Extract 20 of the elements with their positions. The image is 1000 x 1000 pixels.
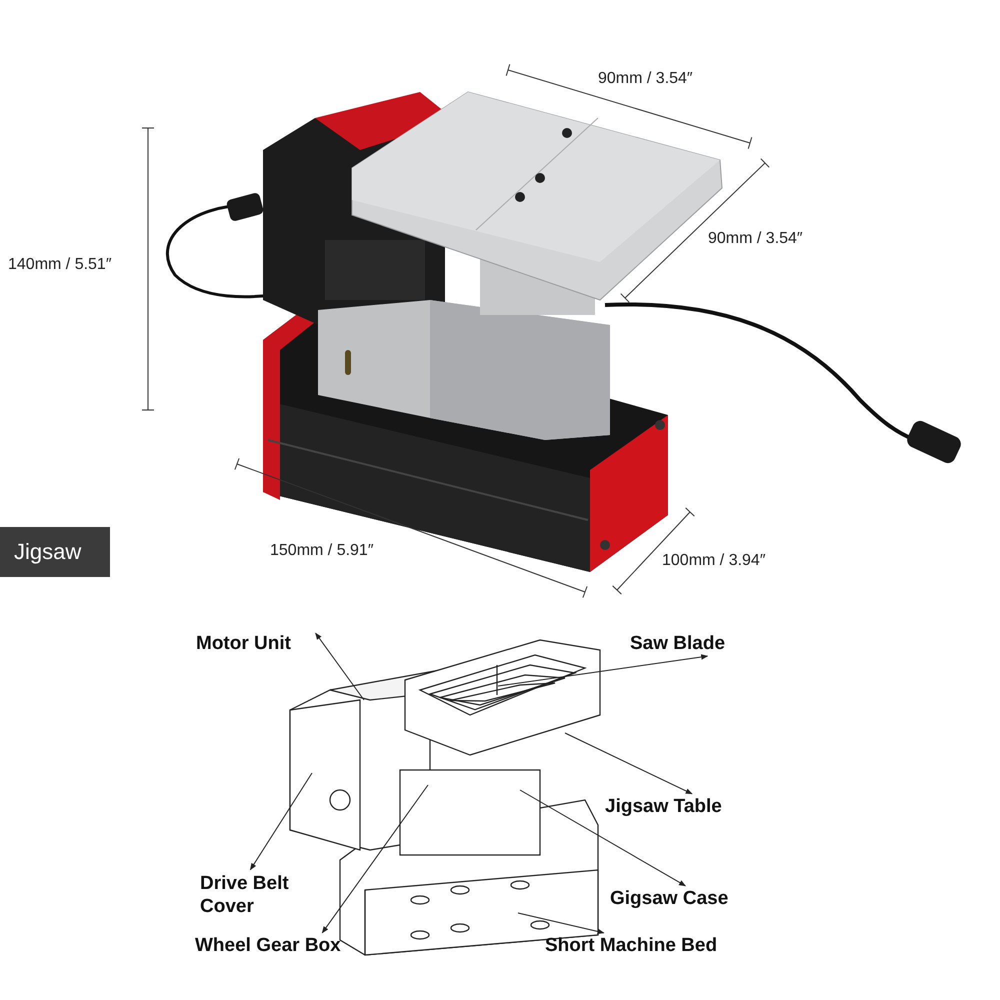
part-label: Short Machine Bed — [545, 934, 755, 957]
leader-line — [315, 632, 364, 700]
dimension-label: 150mm / 5.91″ — [270, 542, 374, 560]
part-label: Saw Blade — [630, 632, 755, 655]
dimension-label: 140mm / 5.51″ — [8, 256, 112, 274]
part-label: Drive Belt Cover — [200, 872, 312, 918]
leader-line — [518, 912, 604, 934]
part-label: Wheel Gear Box — [195, 934, 367, 957]
leader-line — [520, 790, 686, 886]
leader-line — [250, 772, 312, 870]
part-label: Jigsaw Table — [605, 795, 755, 818]
leader-line — [564, 732, 693, 794]
dimension-label: 90mm / 3.54″ — [598, 70, 693, 88]
dimension-label: 90mm / 3.54″ — [708, 230, 803, 248]
leader-line — [498, 654, 708, 686]
part-label: Gigsaw Case — [610, 887, 755, 910]
leader-line — [322, 784, 428, 934]
part-label: Motor Unit — [196, 632, 326, 655]
dimension-label: 100mm / 3.94″ — [662, 552, 766, 570]
category-badge: Jigsaw — [0, 527, 110, 577]
